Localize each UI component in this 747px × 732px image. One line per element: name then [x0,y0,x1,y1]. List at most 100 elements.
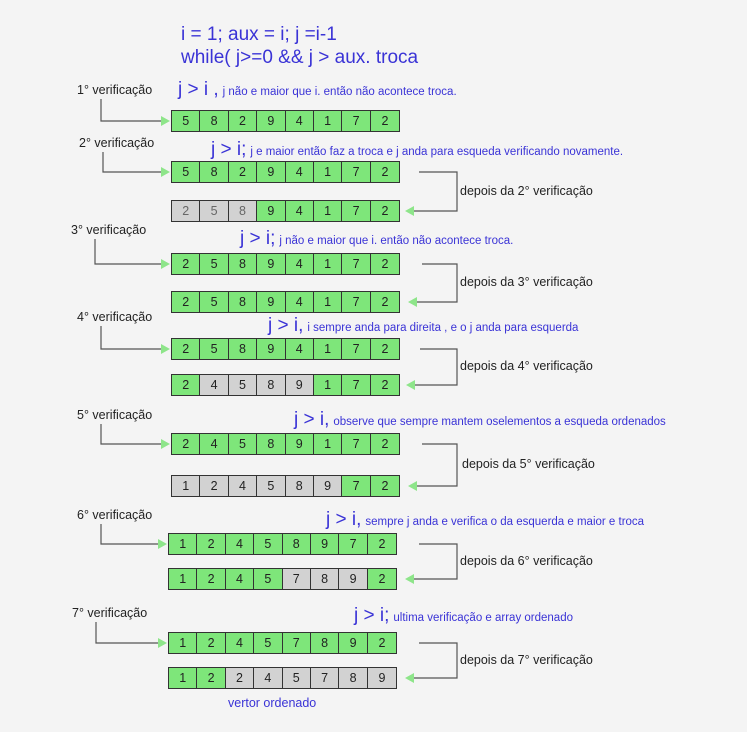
array-cell: 7 [342,339,371,359]
array-cell: 4 [228,476,258,496]
arrow-head [405,673,414,683]
connector-line [414,263,458,303]
array-cell: 4 [285,339,314,359]
array-cell: 7 [310,668,340,688]
connector-line [100,326,167,350]
arrow-head [161,259,170,269]
array-cell: 5 [228,434,258,454]
verification-label: 7° verificação [72,606,148,620]
array-cell: 2 [172,375,201,395]
step-note: j > i ,j não e maior que i. então não ac… [178,79,457,101]
array-cell: 2 [370,434,400,454]
array-cell: 1 [169,569,198,589]
step-note: j > i;j não e maior que i. então não aco… [240,228,513,250]
arrow-head [161,439,170,449]
array-cell: 7 [342,254,371,274]
step-note: j > i,i sempre anda para direita , e o j… [268,315,578,337]
array-cell: 2 [197,633,226,653]
array-cell: 1 [313,375,343,395]
arrow-head [161,116,170,126]
array-cell: 5 [228,375,258,395]
array-cell: 8 [285,476,314,496]
array-cell: 4 [285,292,314,312]
condition-text: j > i , [178,79,219,100]
array-cell: 2 [172,254,201,274]
array-cell: 2 [370,111,400,131]
array-cell: 1 [169,534,198,554]
array-cell: 8 [200,111,229,131]
after-verification-label: depois da 4° verificação [460,359,593,373]
array-cell: 1 [313,162,343,182]
connector-line [411,642,458,679]
array-cell: 5 [282,668,311,688]
arrow-head [161,167,170,177]
array-cell: 5 [254,534,283,554]
note-text: i sempre anda para direita , e o j anda … [307,322,579,334]
array-cell: 8 [310,569,340,589]
array-cell: 8 [339,668,368,688]
verification-label: 4° verificação [77,310,153,324]
array-cell: 4 [285,111,314,131]
verification-label: 2° verificação [79,136,155,150]
array-cell: 9 [339,569,368,589]
header-line-1: i = 1; aux = i; j =i-1 [181,24,337,45]
array-cell: 5 [254,569,283,589]
step-note: j > i;ultima verificação e array ordenad… [354,605,573,627]
after-verification-label: depois da 2° verificação [460,183,593,198]
array-cell: 4 [225,569,255,589]
footer-label: vertor ordenado [228,696,317,710]
array-cell: 8 [282,534,311,554]
connector-line [100,424,167,445]
array-cell: 7 [342,292,371,312]
array-cell: 2 [370,292,400,312]
array-cell: 2 [172,292,201,312]
connector-line [94,239,167,265]
after-verification-label: depois da 5° verificação [462,457,595,471]
array-cell: 7 [282,633,311,653]
header-line-2: while( j>=0 && j > aux. troca [181,47,419,68]
arrow-head [158,638,167,648]
connector-line [95,622,164,644]
array-cell: 7 [342,375,371,395]
condition-text: j > i, [294,409,330,430]
connector-line [100,524,164,545]
verification-label: 5° verificação [77,408,153,422]
verification-label: 6° verificação [77,508,153,522]
note-text: j não e maior que i. então não acontece … [222,86,457,98]
connector-line [414,443,458,487]
array-cell: 2 [367,534,397,554]
condition-text: j > i, [326,509,362,530]
arrow-head [158,539,167,549]
array-cell: 8 [257,434,286,454]
step-note: j > i,sempre j anda e verifica o da esqu… [326,509,644,531]
array-cell: 4 [285,162,314,182]
array-cell: 9 [257,292,286,312]
array-cell: 2 [367,569,397,589]
array-cell: 1 [313,111,343,131]
array-cell: 1 [169,633,198,653]
array-cell: 9 [257,254,286,274]
array-cell: 5 [200,292,229,312]
after-verification-label: depois da 7° verificação [460,652,593,667]
array-cell: 2 [370,254,400,274]
step-note: j > i,observe que sempre mantem oselemen… [294,409,666,431]
array-cell: 4 [254,668,283,688]
array-cell: 5 [200,254,229,274]
array-cell: 7 [342,201,371,221]
array-cell: 5 [200,339,229,359]
connector-line [411,543,458,580]
condition-text: j > i, [268,315,304,336]
array-cell: 7 [342,162,371,182]
connector-line [411,171,458,212]
array-cell: 8 [228,201,258,221]
arrow-head [408,481,417,491]
array-cell: 2 [370,375,400,395]
arrow-head [161,344,170,354]
array-cell: 5 [257,476,286,496]
